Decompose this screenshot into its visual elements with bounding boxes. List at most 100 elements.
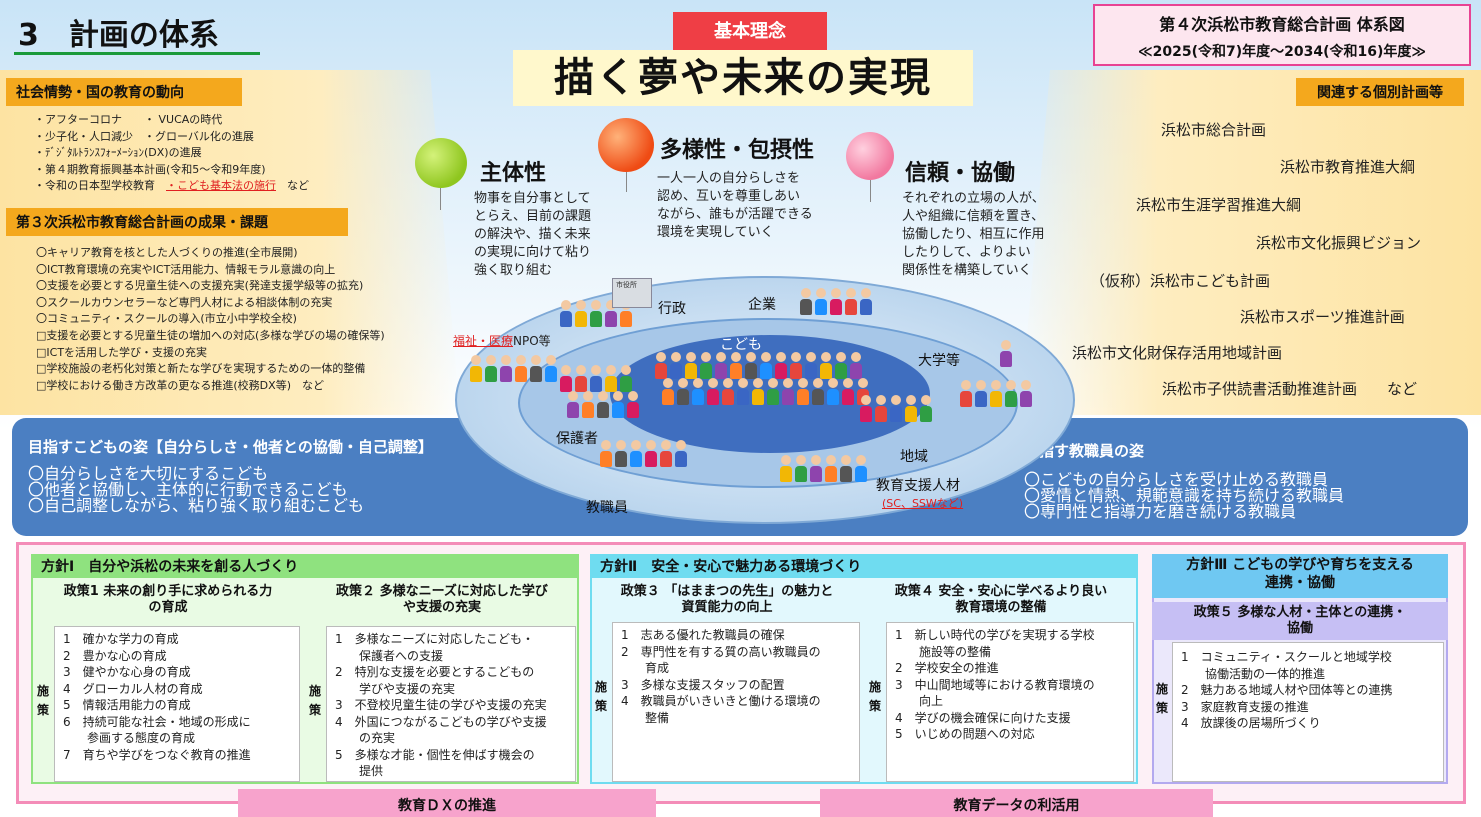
list-item: 〇コミュニティ・スクールの導入(市立小中学校全校)	[36, 312, 297, 326]
value-line: 協働したり、相互に作用	[902, 227, 1045, 242]
plan-title: 第４次浜松市教育総合計画 体系図	[1159, 15, 1405, 34]
heading-line: 教育環境の整備	[955, 600, 1047, 615]
measure-item: 1 志ある優れた教職員の確保	[621, 628, 785, 642]
value-line: 環境を実現していく	[657, 225, 774, 240]
shisaku-label: 施策	[1155, 682, 1168, 715]
label-shien: 教育支援人材	[876, 478, 960, 494]
policy-p2-title: 政策２ 多様なニーズに対応した学びや支援の充実	[308, 584, 576, 616]
measure-item: 3 不登校児童生徒の学びや支援の充実	[335, 698, 547, 712]
measure-item: 7 育ちや学びをつなぐ教育の推進	[63, 747, 251, 762]
measure-item: 3 中山間地域等における教育環境の	[895, 677, 1095, 692]
green-balloon-icon	[415, 138, 467, 188]
heading-line: 政策５ 多様な人材・主体との連携・	[1193, 605, 1407, 620]
list-item: 〇他者と協働し、主体的に行動できるこども	[28, 480, 348, 499]
measure-item: 1 コミュニティ・スクールと地域学校	[1181, 650, 1392, 664]
shisaku-label: 施策	[868, 680, 881, 713]
policy-2-title: 方針Ⅱ 安全・安心で魅力ある環境づくり	[590, 554, 1138, 578]
measure-item: の充実	[335, 731, 396, 745]
policy-p2-measures: 1 多様なニーズに対応したこども・ 保護者への支援 2 特別な支援を必要とするこ…	[326, 626, 576, 782]
list-item: □ICTを活用した学び・支援の充実	[36, 345, 208, 359]
orange-balloon-icon	[598, 118, 654, 172]
balloon-string	[870, 180, 871, 202]
value-line: の解決や、描く未来	[474, 227, 591, 242]
policy-p3-measures: 1 志ある優れた教職員の確保 2 専門性を有する質の高い教職員の 育成 3 多様…	[612, 622, 860, 782]
policy-p3-title: 政策３ 「はままつの先生」の魅力と資質能力の向上	[594, 584, 860, 616]
list-item-text: ・令和の日本型学校教育	[34, 179, 166, 192]
policy-p1-measures: 1 確かな学力の育成 2 豊かな心の育成 3 健やかな心身の育成 4 グローカル…	[54, 626, 300, 782]
list-item: 〇愛情と情熱、規範意識を持ち続ける教職員	[1024, 486, 1345, 505]
list-item: 〇自分らしさを大切にするこども	[28, 464, 269, 483]
list-item: ・ﾃﾞｼﾞﾀﾙﾄﾗﾝｽﾌｫｰﾒｰｼｮﾝ(DX)の進展	[34, 146, 202, 159]
title-underline	[14, 52, 260, 55]
measure-item: 4 学びの機会確保に向けた支援	[895, 710, 1071, 725]
staff-goal-list: 〇こどもの自分らしさを受け止める教職員 〇愛情と情熱、規範意識を持ち続ける教職員…	[1024, 472, 1344, 520]
policy-p4-title: 政策４ 安全・安心に学べるより良い教育環境の整備	[868, 584, 1134, 616]
measure-item: 育成	[621, 661, 670, 675]
related-label: 関連する個別計画等	[1296, 78, 1464, 106]
heading-line: 方針Ⅲ こどもの学びや育ちを支える	[1186, 557, 1414, 573]
list-item: □学校施設の老朽化対策と新たな学びを実現するための一体的整備	[36, 362, 366, 376]
pink-balloon-icon	[846, 132, 894, 180]
value-line: 物事を自分事として	[474, 191, 591, 206]
measure-item: 6 持続可能な社会・地域の形成に	[63, 714, 251, 729]
heading-line: 協働	[1286, 621, 1313, 636]
shisaku-label: 施策	[36, 684, 49, 717]
value-line: の実現に向けて粘り	[474, 245, 592, 260]
measure-item: 3 健やかな心身の育成	[63, 665, 191, 679]
measure-item: 2 特別な支援を必要とするこどもの	[335, 665, 535, 679]
label-fukushi-npo: 福祉・医療NPO等	[453, 332, 551, 349]
heading-line: 政策1 未来の創り手に求められる力	[63, 584, 273, 599]
heading-line: の育成	[148, 600, 188, 615]
label-shien-sub: (SC、SSWなど)	[882, 497, 964, 510]
value-title-shinrai: 信頼・協働	[905, 161, 1016, 186]
list-item: □学校における働き方改革の更なる推進(校務DX等) など	[36, 378, 324, 392]
label-child: こども	[720, 337, 762, 353]
value-line: 認め、互いを尊重しあい	[657, 189, 801, 204]
list-item: □支援を必要とする児童生徒の増加への対応(多様な学びの場の確保等)	[36, 328, 385, 342]
value-line: 関係性を構築していく	[902, 263, 1032, 278]
policy-p5-title: 政策５ 多様な人材・主体との連携・協働	[1152, 602, 1448, 640]
measure-item: 4 外国につながるこどもの学びや支援	[335, 714, 547, 729]
npo-label: NPO等	[513, 334, 551, 348]
policy-p5-measures: 1 コミュニティ・スクールと地域学校 協働活動の一体的推進 2 魅力ある地域人材…	[1172, 642, 1444, 782]
trends-list: ・アフターコロナ ・ VUCAの時代 ・少子化・人口減少 ・グローバル化の進展 …	[34, 112, 434, 195]
balloon-string	[626, 172, 627, 192]
value-line: ながら、誰もが活躍できる	[657, 207, 813, 222]
fukushi-link[interactable]: 福祉・医療	[453, 334, 514, 348]
results-label: 第３次浜松市教育総合計画の成果・課題	[6, 208, 348, 236]
balloon-string	[440, 188, 441, 210]
list-item: 〇支援を必要とする児童生徒への支援充実(発達支援学級等の拡充)	[36, 279, 364, 293]
city-hall-sign: 市役所	[616, 281, 637, 289]
kodomo-law-link[interactable]: ・こども基本法の施行	[166, 179, 276, 192]
value-title-tayosei: 多様性・包摂性	[660, 138, 815, 163]
related-item: 浜松市スポーツ推進計画	[1240, 308, 1405, 326]
heading-line: 資質能力の向上	[681, 600, 773, 615]
list-item: ・アフターコロナ ・ VUCAの時代	[34, 113, 223, 126]
value-line: 人や組織に信頼を置き、	[902, 209, 1045, 224]
label-kyoshokuin: 教職員	[586, 500, 628, 516]
value-text-shinrai: それぞれの立場の人が、 人や組織に信頼を置き、 協働したり、相互に作用 したりし…	[902, 190, 1082, 280]
label-kigyo: 企業	[748, 297, 776, 313]
policy-3-title: 方針Ⅲ こどもの学びや育ちを支える連携・協働	[1152, 554, 1448, 598]
measure-item: 参画する態度の育成	[63, 731, 196, 745]
list-item-suffix: など	[276, 179, 309, 192]
measure-item: 3 多様な支援スタッフの配置	[621, 677, 785, 692]
value-line: 強く取り組む	[474, 263, 553, 278]
shisaku-label: 施策	[308, 684, 321, 717]
value-line: 一人一人の自分らしさを	[657, 171, 801, 186]
heading-line: 政策２ 多様なニーズに対応した学び	[336, 584, 548, 599]
plan-title-box: 第４次浜松市教育総合計画 体系図 ≪2025(令和7)年度～2034(令和16)…	[1093, 4, 1471, 66]
staff-goal-title: 目指す教職員の姿	[1024, 442, 1145, 460]
measure-item: 学びや支援の充実	[335, 681, 456, 696]
measure-item: 5 多様な才能・個性を伸ばす機会の	[335, 747, 535, 762]
heading-line: や支援の充実	[402, 600, 481, 615]
children-goal-list: 〇自分らしさを大切にするこども 〇他者と協働し、主体的に行動できるこども 〇自己…	[28, 466, 364, 514]
related-item: 浜松市生涯学習推進大綱	[1136, 196, 1302, 214]
list-item: 〇スクールカウンセラーなど専門人材による相談体制の充実	[36, 295, 333, 309]
measure-item: 整備	[621, 710, 670, 725]
related-background	[1020, 70, 1481, 415]
measure-item: 1 新しい時代の学びを実現する学校	[895, 628, 1095, 642]
policy-1-title: 方針Ⅰ 自分や浜松の未来を創る人づくり	[31, 554, 579, 578]
measure-item: 提供	[335, 764, 384, 778]
measure-item: 施設等の整備	[895, 644, 992, 659]
